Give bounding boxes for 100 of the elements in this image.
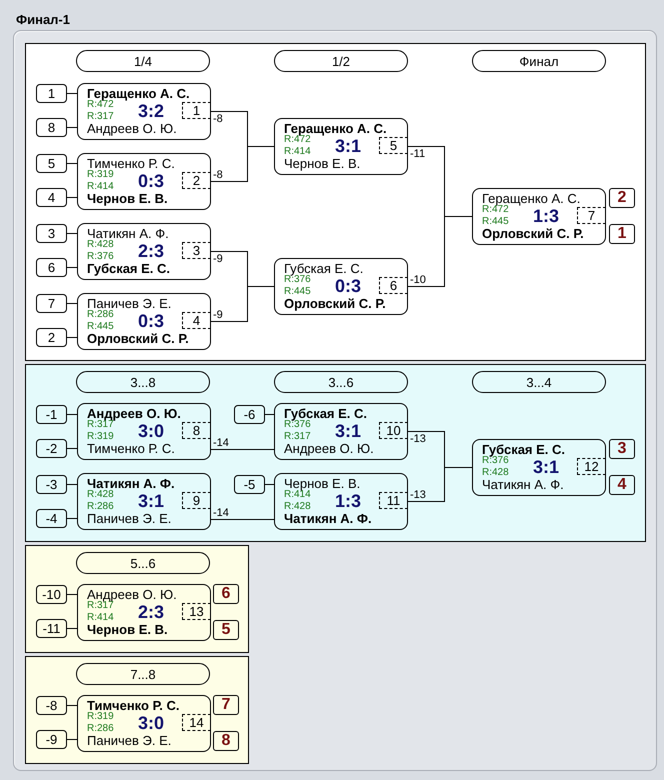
player-rating: R:428	[87, 490, 114, 500]
connector-line	[66, 414, 78, 415]
connector-line	[66, 127, 78, 128]
match-score: 3:1	[138, 491, 164, 511]
player-name: Паничев Э. Е.	[87, 512, 172, 526]
match-score: 0:3	[335, 276, 361, 296]
player-rating: R:319	[87, 712, 114, 722]
bracket-panel	[25, 364, 646, 542]
match-number: 3	[182, 242, 211, 259]
place-number: 7	[213, 695, 239, 715]
stage-header: 1/4	[76, 50, 210, 72]
seed-slot: 6	[36, 258, 67, 277]
bracket-line	[210, 146, 274, 182]
player-name: Чатикян А. Ф.	[87, 477, 175, 491]
place-number: 5	[213, 620, 239, 640]
player-rating: R:445	[284, 287, 311, 297]
player-rating: R:319	[87, 432, 114, 442]
player-rating: R:414	[87, 613, 114, 623]
bracket-line	[210, 286, 274, 322]
player-rating: R:286	[87, 502, 114, 512]
match-number: 5	[379, 137, 408, 154]
connector-line	[66, 233, 78, 234]
player-rating: R:428	[482, 468, 509, 478]
player-rating: R:428	[87, 240, 114, 250]
player-name: Губская Е. С.	[284, 262, 364, 276]
edge-label: -11	[409, 148, 426, 160]
match-number: 9	[182, 492, 211, 509]
match-score: 2:3	[138, 241, 164, 261]
player-name: Губская Е. С.	[284, 407, 368, 421]
match-card	[472, 439, 606, 496]
player-name: Геращенко А. С.	[284, 122, 387, 136]
stage-header: 1/2	[274, 50, 408, 72]
match-score: 0:3	[138, 171, 164, 191]
player-rating: R:445	[482, 217, 509, 227]
player-rating: R:317	[284, 432, 311, 442]
match-number: 1	[182, 102, 211, 119]
match-number: 2	[182, 172, 211, 189]
match-score: 1:3	[335, 491, 361, 511]
connector-line	[66, 303, 78, 304]
player-rating: R:472	[284, 135, 311, 145]
player-name: Геращенко А. С.	[482, 192, 580, 206]
seed-slot: 5	[36, 154, 67, 173]
match-card	[77, 473, 211, 530]
player-rating: R:472	[87, 100, 114, 110]
connector-line	[264, 484, 274, 485]
seed-slot: 1	[36, 84, 67, 103]
seed-slot: -3	[36, 475, 67, 494]
edge-label: -13	[409, 432, 427, 444]
match-score: 3:1	[335, 421, 361, 441]
bracket-panel	[25, 656, 249, 764]
player-name: Орловский С. Р.	[284, 297, 386, 311]
player-name: Губская Е. С.	[87, 262, 170, 276]
connector-line	[66, 448, 78, 449]
player-name: Андреев О. Ю.	[284, 442, 374, 456]
seed-slot: -11	[36, 619, 67, 638]
match-card	[274, 403, 408, 460]
seed-slot: 3	[36, 224, 67, 243]
stage-header: 7...8	[76, 663, 210, 685]
seed-slot: -2	[36, 439, 67, 458]
connector-line	[210, 449, 274, 450]
connector-line	[66, 518, 78, 519]
seed-slot: -1	[36, 405, 67, 424]
match-card	[77, 403, 211, 460]
player-name: Андреев О. Ю.	[87, 122, 177, 136]
match-card	[77, 584, 211, 641]
player-name: Чернов Е. В.	[87, 192, 168, 206]
seed-slot: 2	[36, 328, 67, 347]
stage-header: 5...6	[76, 552, 210, 574]
stage-header: 3...8	[76, 371, 210, 393]
connector-line	[66, 484, 78, 485]
player-name: Чернов Е. В.	[87, 623, 168, 637]
match-card	[274, 258, 408, 315]
seed-slot: -6	[234, 405, 265, 424]
player-name: Паничев Э. Е.	[87, 734, 172, 748]
player-name: Чатикян А. Ф.	[482, 478, 564, 492]
player-rating: R:376	[284, 275, 311, 285]
seed-slot: 8	[36, 118, 67, 137]
seed-slot: 4	[36, 188, 67, 207]
player-rating: R:317	[87, 112, 114, 122]
seed-slot: -9	[36, 730, 67, 749]
match-card	[77, 293, 211, 350]
player-name: Геращенко А. С.	[87, 87, 190, 101]
bracket-title: Финал-1	[16, 12, 70, 28]
match-score: 0:3	[138, 311, 164, 331]
match-card	[77, 83, 211, 140]
player-rating: R:286	[87, 724, 114, 734]
bracket-line	[408, 216, 472, 287]
player-rating: R:414	[87, 182, 114, 192]
match-number: 8	[182, 422, 211, 439]
bracket-panel	[25, 545, 249, 653]
match-score: 3:1	[335, 136, 361, 156]
connector-line	[210, 519, 274, 520]
match-card	[77, 223, 211, 280]
match-score: 3:0	[138, 713, 164, 733]
edge-label: -10	[409, 274, 427, 286]
match-number: 6	[379, 277, 408, 294]
connector-line	[66, 705, 78, 706]
match-number: 14	[182, 714, 211, 731]
place-number: 6	[213, 584, 239, 604]
stage-header: 3...4	[472, 371, 606, 393]
